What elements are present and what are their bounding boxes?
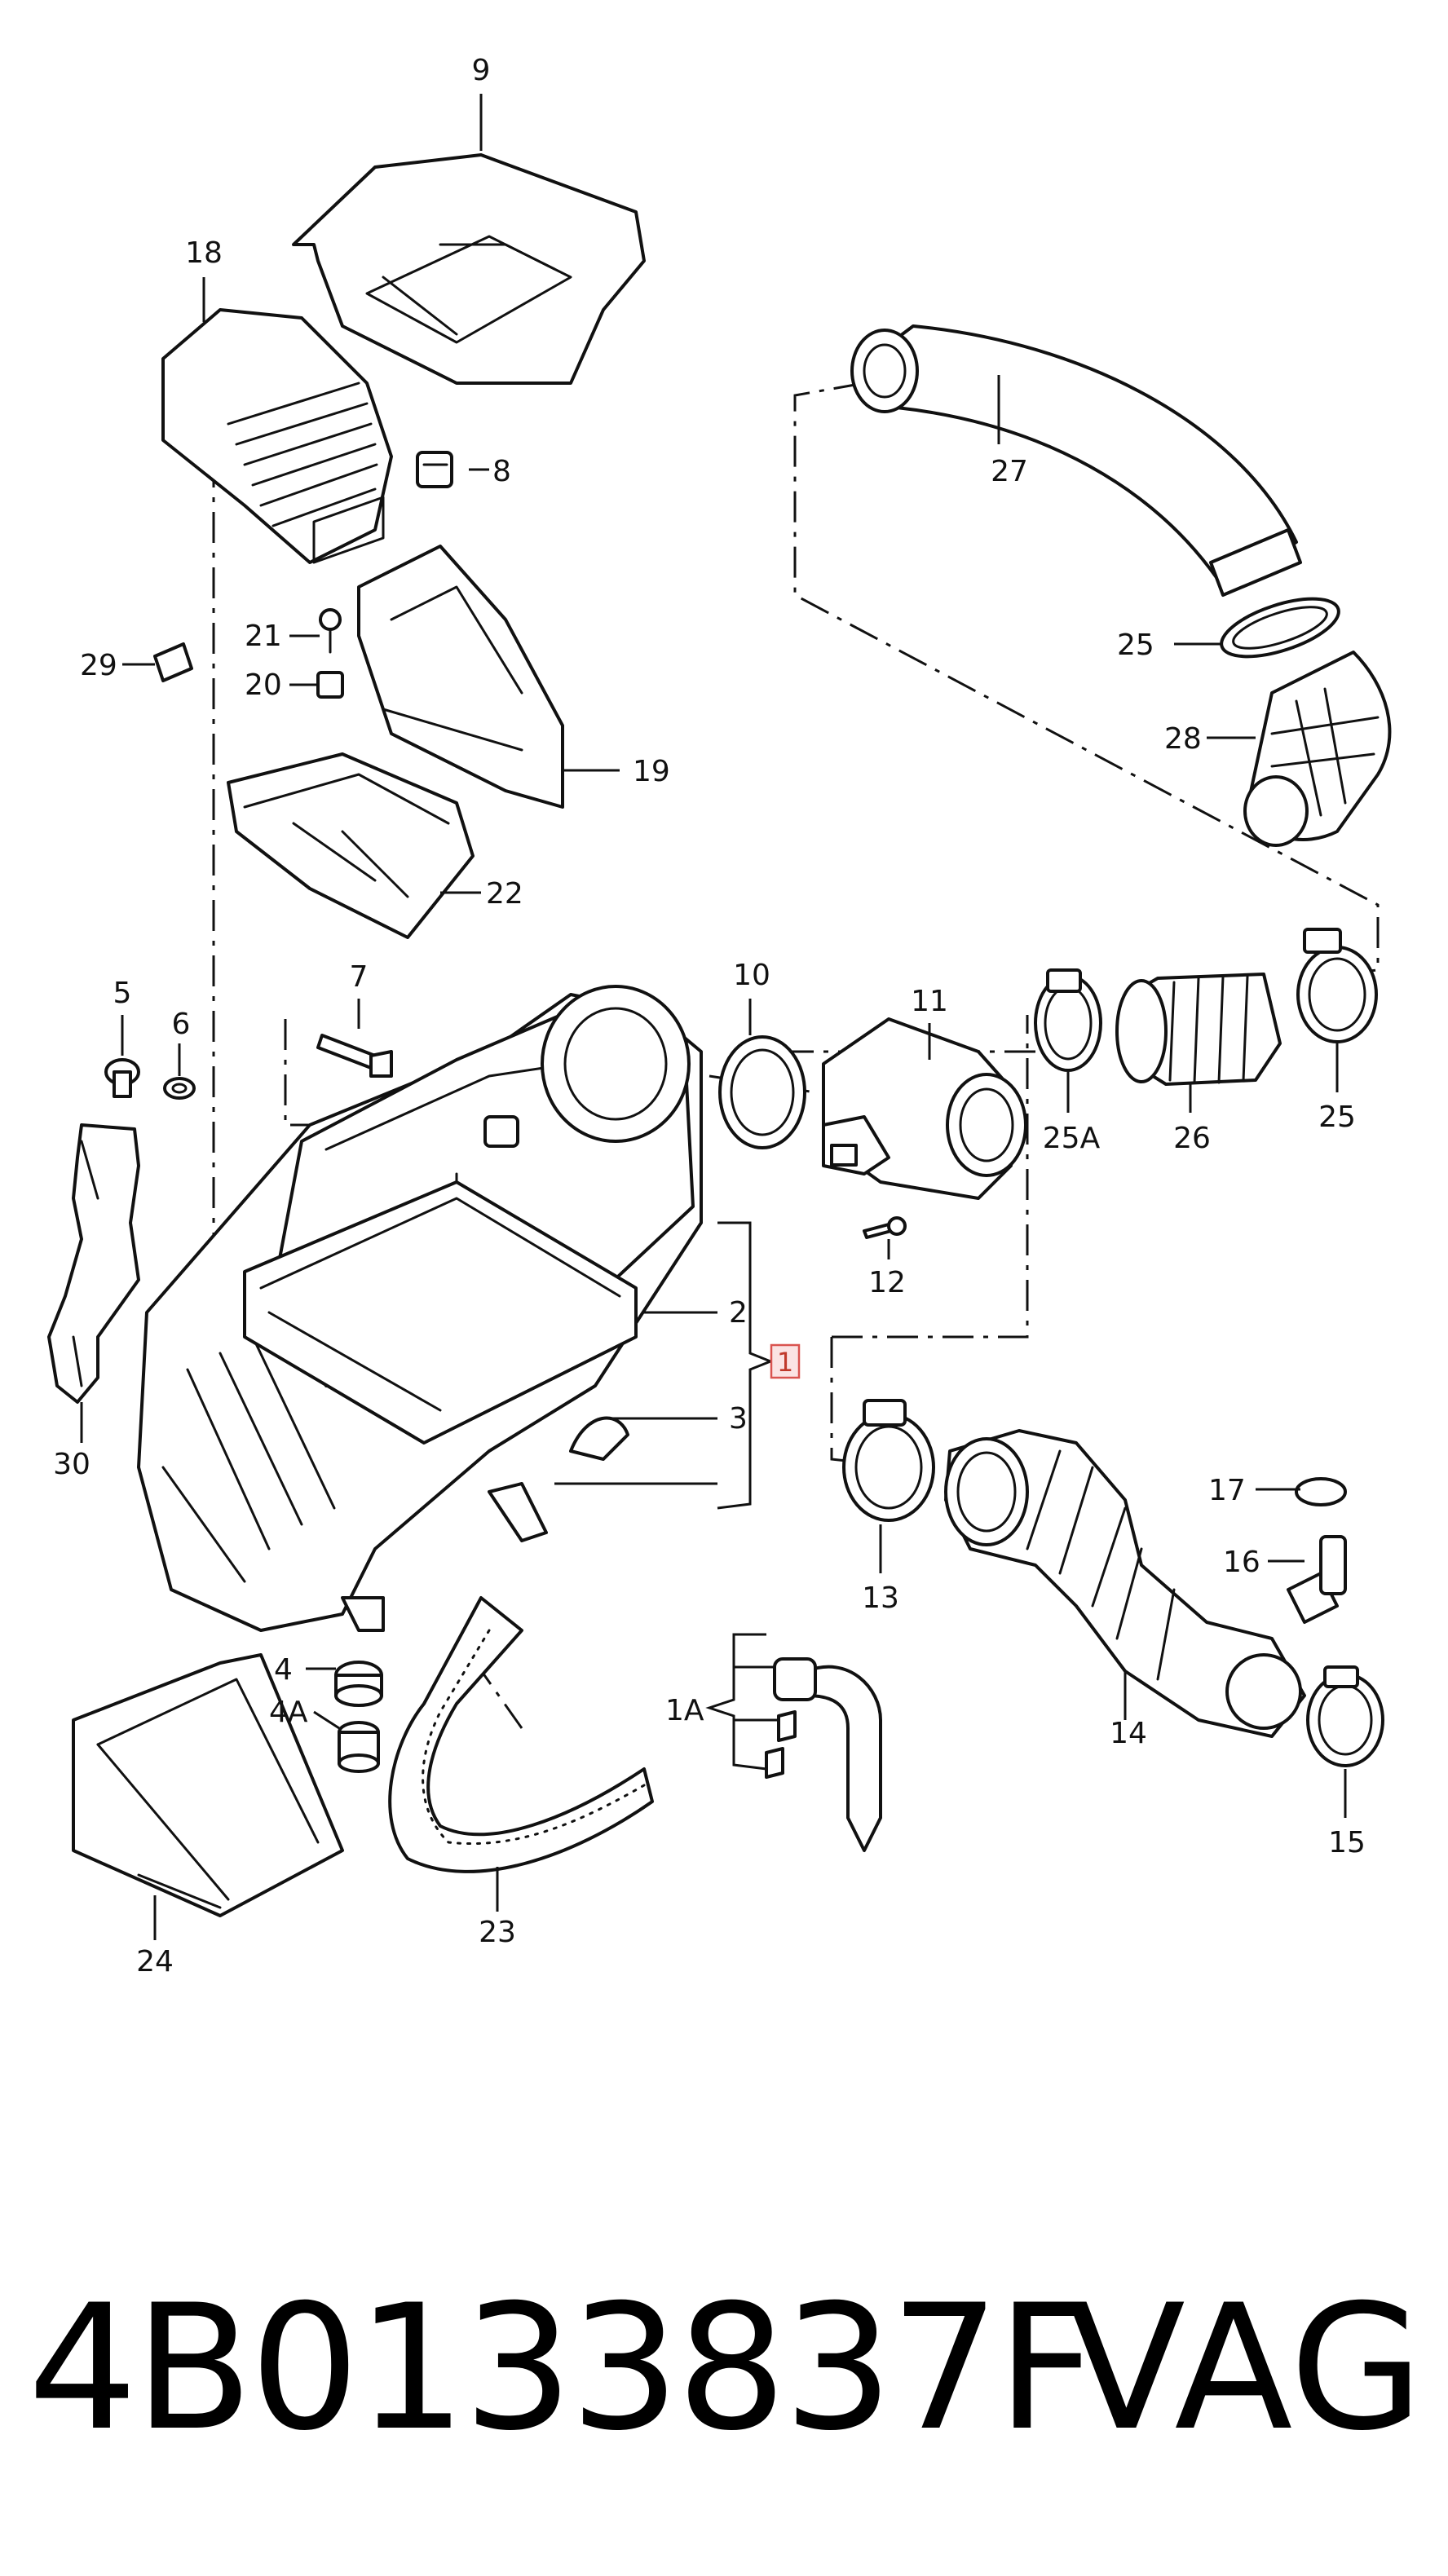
label-15: 15 <box>1328 1826 1366 1859</box>
label-27: 27 <box>991 455 1028 488</box>
label-16: 16 <box>1223 1546 1260 1579</box>
label-11: 11 <box>911 985 948 1018</box>
part-7-screw <box>316 1034 393 1078</box>
label-1: 1 <box>777 1347 793 1378</box>
label-25-top: 25 <box>1117 629 1154 662</box>
label-24: 24 <box>136 1945 174 1978</box>
part-5-bolt <box>104 1058 140 1098</box>
part-30-bracket <box>47 1123 140 1404</box>
part-4A-mount <box>338 1721 380 1773</box>
part-18-corrugated-inlet <box>161 308 393 564</box>
label-29: 29 <box>80 649 117 682</box>
label-22: 22 <box>486 877 523 911</box>
part-27-hose <box>850 324 1302 597</box>
label-10: 10 <box>733 959 770 992</box>
label-1A: 1A <box>665 1694 704 1727</box>
part-14-hose <box>944 1429 1306 1738</box>
label-6: 6 <box>172 1008 191 1041</box>
part-number: 4B0133837F <box>28 2267 1096 2468</box>
label-18: 18 <box>185 236 223 270</box>
label-3: 3 <box>729 1402 748 1436</box>
part-21-screw <box>319 608 342 654</box>
part-13-clamp <box>842 1399 935 1522</box>
part-12-screw <box>863 1216 907 1239</box>
part-17-clip <box>1295 1477 1347 1506</box>
label-4: 4 <box>274 1653 293 1687</box>
part-9-intake-duct <box>292 153 646 385</box>
label-14: 14 <box>1110 1717 1147 1750</box>
part-25A-clamp <box>1034 968 1102 1072</box>
part-29-clip <box>153 642 193 682</box>
part-23-seal-strip <box>388 1596 654 1873</box>
label-26: 26 <box>1173 1122 1211 1155</box>
label-13: 13 <box>862 1581 899 1615</box>
label-21: 21 <box>245 620 282 653</box>
footer: 4B0133837F VAG <box>0 2274 1448 2462</box>
part-22-lower-duct <box>227 752 475 939</box>
label-25A: 25A <box>1043 1122 1101 1155</box>
label-1-highlight <box>770 1343 801 1379</box>
part-26-corrugated-hose <box>1115 973 1282 1086</box>
callout-labels: 9 18 8 21 20 29 19 22 27 25 28 5 6 7 10 … <box>53 54 1366 1978</box>
part-1A-breather-hose <box>765 1657 882 1852</box>
part-15-clamp <box>1306 1665 1384 1767</box>
label-8: 8 <box>492 455 511 488</box>
brand-name: VAG <box>1066 2267 1424 2468</box>
part-24-tray <box>72 1653 344 1917</box>
part-6-grommet <box>163 1077 196 1100</box>
part-16-fitting <box>1287 1535 1347 1624</box>
part-28-elbow <box>1243 651 1392 847</box>
parts-diagram: 9 18 8 21 20 29 19 22 27 25 28 5 6 7 10 … <box>47 54 1392 1978</box>
label-12: 12 <box>868 1266 906 1299</box>
label-17: 17 <box>1208 1474 1246 1507</box>
label-7: 7 <box>350 960 369 994</box>
part-8-clip <box>416 451 453 488</box>
part-2-filter-element <box>243 1180 638 1445</box>
label-25-right: 25 <box>1318 1101 1356 1134</box>
label-2: 2 <box>729 1296 748 1330</box>
label-30: 30 <box>53 1448 90 1481</box>
part-25-clamp-right <box>1296 928 1378 1043</box>
part-25-clamp-top <box>1220 597 1340 659</box>
label-28: 28 <box>1164 722 1202 756</box>
part-19-duct <box>357 545 564 809</box>
label-9: 9 <box>472 54 491 87</box>
label-20: 20 <box>245 668 282 702</box>
part-20-nut <box>316 671 344 699</box>
part-11-maf-sensor <box>822 1017 1027 1200</box>
label-5: 5 <box>113 977 132 1010</box>
label-4A: 4A <box>269 1696 308 1729</box>
part-10-gasket <box>718 1035 806 1149</box>
part-3-clip <box>569 1416 629 1461</box>
label-23: 23 <box>479 1916 516 1949</box>
part-4-mount <box>334 1661 383 1707</box>
label-19: 19 <box>633 755 670 788</box>
